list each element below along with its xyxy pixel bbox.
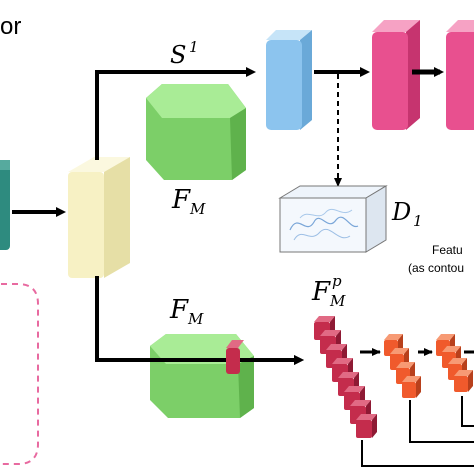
pink-block-2	[446, 20, 474, 130]
label-d1-base: D	[391, 198, 411, 226]
pink-block-1	[372, 20, 420, 130]
label-fm-lower-base: F	[169, 295, 189, 325]
label-d1-sub: 1	[413, 212, 423, 230]
crimson-small-block	[226, 340, 244, 374]
orange-slice	[454, 370, 473, 392]
crimson-stack	[314, 316, 377, 438]
feature-text-line2: (as contou	[408, 261, 464, 275]
label-fmp-base: F	[311, 277, 331, 307]
label-fm-upper-base: F	[171, 185, 191, 215]
label-fmp-sup: p	[332, 272, 342, 290]
cream-block	[68, 157, 130, 278]
label-fmp-sub: M	[329, 292, 346, 310]
label-s1-sup: 1	[189, 38, 199, 56]
teal-block	[0, 160, 10, 250]
label-s1: S 1	[170, 38, 199, 69]
feature-text-line1: Featu	[432, 243, 463, 257]
label-s1-base: S	[170, 41, 186, 69]
arrow-to-blue-block	[95, 67, 256, 160]
skip-line-1	[409, 400, 474, 443]
corner-text: or	[0, 13, 21, 40]
label-fm-lower: F M	[169, 295, 204, 328]
orange-slice	[402, 376, 421, 398]
skip-line-2	[461, 396, 474, 427]
crimson-slice	[356, 414, 377, 438]
label-fm-upper: F M	[171, 185, 206, 218]
dashed-pink-region	[0, 283, 39, 465]
green-block-upper	[146, 84, 246, 180]
label-fm-lower-sub: M	[187, 310, 204, 328]
d1-volume	[278, 185, 388, 253]
skip-line-3	[361, 440, 474, 467]
orange-stack-1	[384, 334, 421, 398]
label-fmp: F M p	[311, 272, 346, 310]
label-d1: D 1	[391, 198, 423, 230]
blue-block	[266, 30, 312, 130]
label-fm-upper-sub: M	[189, 200, 206, 218]
orange-stack-2	[436, 334, 473, 392]
